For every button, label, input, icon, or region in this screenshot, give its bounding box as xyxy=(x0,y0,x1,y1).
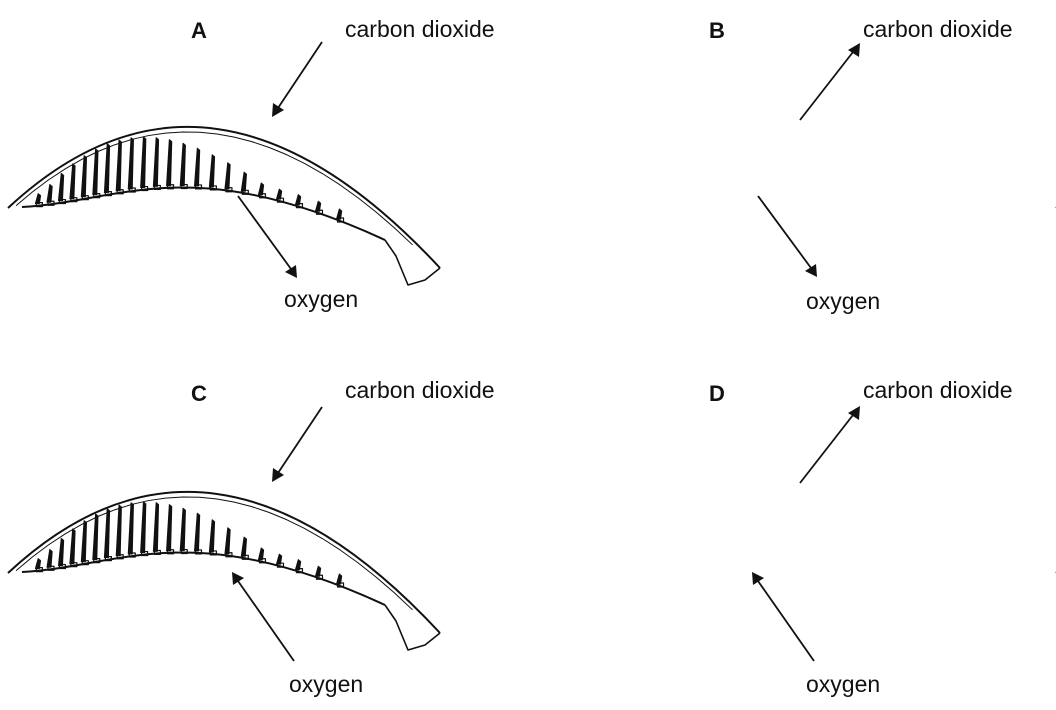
oxygen-arrow xyxy=(0,0,528,355)
panel-a: A carbon dioxide oxygen xyxy=(0,0,528,355)
oxygen-arrow xyxy=(0,355,528,710)
panel-d: D carbon dioxide oxygen xyxy=(528,355,1056,710)
oxygen-arrow xyxy=(528,0,1056,355)
oxygen-arrow xyxy=(528,355,1056,710)
panel-b: B carbon dioxide oxygen xyxy=(528,0,1056,355)
panel-c: C carbon dioxide oxygen xyxy=(0,355,528,710)
